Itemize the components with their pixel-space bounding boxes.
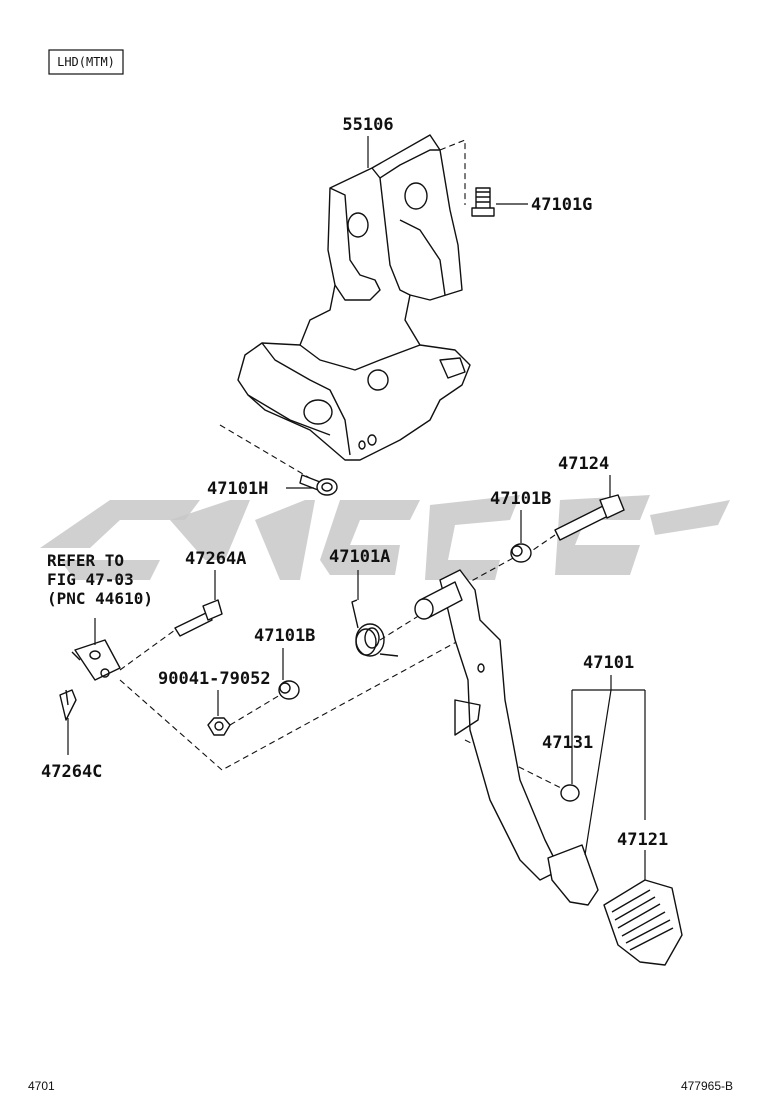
bolt-47124-drawing: [554, 494, 625, 541]
callout-47264C: 47264C: [41, 762, 102, 782]
callout-47101A: 47101A: [329, 547, 390, 567]
callout-47264A: 47264A: [185, 549, 246, 569]
bolt-47101H-drawing: [299, 474, 338, 496]
stopper-47131-drawing: [560, 784, 580, 802]
nut-90041-drawing: [207, 717, 231, 736]
dash-47101G: [439, 139, 466, 205]
clip-47264C-drawing: [59, 689, 77, 721]
bolt-47101G-drawing: [471, 187, 495, 217]
pin-47264A-drawing: [174, 599, 223, 637]
leader-47101-arm: [584, 689, 612, 856]
refer-note-line2: FIG 47-03: [47, 570, 134, 589]
pedal-pad-47121-drawing: [603, 879, 683, 966]
callout-55106: 55106: [342, 115, 393, 135]
refer-note-line1: REFER TO: [47, 551, 124, 570]
callout-90041: 90041-79052: [158, 669, 271, 689]
pedal-arm-drawing: [414, 569, 599, 906]
callout-47101B-mid: 47101B: [254, 626, 315, 646]
spring-47101A-drawing: [351, 599, 399, 657]
variant-tag: LHD(MTM): [57, 55, 115, 69]
dash-47101H: [219, 424, 331, 491]
callout-47101G: 47101G: [531, 195, 592, 215]
callout-47101: 47101: [583, 653, 634, 673]
callout-47101B-top: 47101B: [490, 489, 551, 509]
watermark-logo: [40, 495, 730, 580]
refer-note-line3: (PNC 44610): [47, 589, 153, 608]
dash-47124: [532, 534, 556, 551]
variant-tag-box: [48, 49, 124, 75]
bushing-47101B-mid-drawing: [278, 680, 300, 700]
clevis-drawing: [71, 639, 121, 681]
pedal-bracket-drawing: [237, 134, 471, 461]
footer-page-ref: 4701: [28, 1079, 55, 1093]
callout-47121: 47121: [617, 830, 668, 850]
callout-47101H: 47101H: [207, 479, 268, 499]
callout-47124: 47124: [558, 454, 609, 474]
bushing-47101B-top-drawing: [510, 543, 532, 563]
footer-illustration-id: 477965-B: [681, 1079, 733, 1093]
callout-47131: 47131: [542, 733, 593, 753]
